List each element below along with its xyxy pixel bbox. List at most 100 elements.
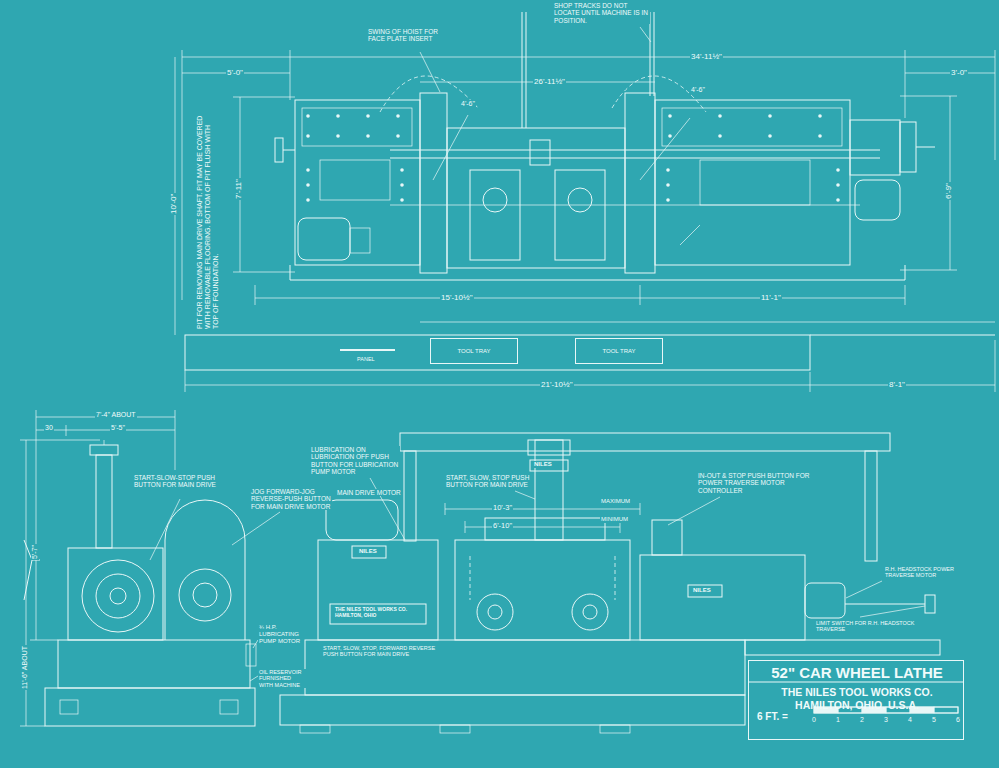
callout-note: PIT FOR REMOVING MAIN DRIVE SHAFT. PIT M… [196, 113, 220, 330]
dimension-text: 6'-9" [944, 182, 953, 200]
leader-lines [250, 676, 258, 681]
hoist-swing-arcs [433, 115, 468, 180]
plan-machine [390, 158, 880, 159]
pit-outline [185, 335, 810, 370]
callout-note: START, SLOW, STOP, FORWARD REVERSE PUSH … [322, 645, 439, 658]
dimension-text: 5'-0" [226, 68, 244, 77]
plan-machine [900, 122, 916, 172]
bolt-dots [306, 134, 310, 138]
bolt-dots [666, 198, 670, 202]
box-label: THE NILES TOOL WORKS CO. [781, 686, 932, 698]
bolt-dots [400, 198, 404, 202]
end-view [179, 569, 231, 621]
end-view-dimensions [66, 425, 67, 436]
leader-lines [668, 497, 720, 525]
leader-lines [515, 491, 535, 499]
dimension-text: 5'-7" [31, 544, 39, 560]
side-view [600, 725, 630, 733]
scale-number: 2 [859, 716, 865, 724]
box-label: 6 FT. = [757, 711, 788, 723]
bolt-dots [306, 114, 840, 202]
bolt-dots [306, 198, 310, 202]
scale-number: 1 [835, 716, 841, 724]
nameplate-text: NILES [358, 548, 378, 555]
end-view-dimensions [20, 410, 175, 726]
dimension-text: 26'-11½" [533, 77, 566, 86]
side-view [404, 451, 416, 541]
hoist-swing-arcs [640, 118, 690, 180]
bolt-dots [836, 198, 840, 202]
side-view [640, 555, 805, 640]
bolt-dots [396, 134, 400, 138]
title-block-rule [748, 682, 964, 683]
shop-tracks [522, 12, 523, 128]
bolt-dots [400, 168, 404, 172]
plan-machine [275, 138, 283, 162]
leader-lines [860, 606, 925, 617]
dimension-text: 5'-5" [110, 424, 126, 432]
bolt-dots [818, 114, 822, 118]
end-view [68, 548, 163, 640]
callout-note: MAIN DRIVE MOTOR [336, 489, 402, 496]
side-view [455, 540, 630, 640]
hoist-swing-arcs [380, 76, 478, 112]
plan-dimension-lines [182, 57, 995, 58]
dimension-text: 8'-1" [888, 380, 906, 389]
scale-number: 5 [931, 716, 937, 724]
callout-note: SHOP TRACKS DO NOT LOCATE UNTIL MACHINE … [553, 2, 650, 24]
callout-note: R.H. HEADSTOCK POWER TRAVERSE MOTOR [884, 566, 961, 579]
pit-outline [340, 349, 395, 351]
callout-note: OIL RESERVOIR FURNISHED WITH MACHINE [258, 669, 306, 688]
shop-tracks [526, 12, 527, 128]
bolt-dots [306, 183, 310, 187]
callout-note: PANEL [356, 356, 376, 362]
bolt-dots [768, 134, 772, 138]
scale-number: 3 [883, 716, 889, 724]
bolt-dots [668, 134, 672, 138]
plan-machine [625, 93, 655, 273]
dimension-text: 15'-10½" [440, 293, 474, 302]
callout-note: START, SLOW, STOP PUSH BUTTON FOR MAIN D… [445, 474, 532, 489]
side-view [845, 604, 925, 605]
plan-dimension-lines [995, 340, 996, 392]
bolt-dots [836, 183, 840, 187]
nameplate-text: NILES [533, 461, 553, 468]
side-view [305, 640, 745, 695]
end-view [45, 688, 255, 726]
bolt-dots [306, 114, 310, 118]
dimension-text: 30 [44, 424, 54, 432]
callout-note: MAXIMUM [600, 498, 631, 505]
end-view [104, 440, 105, 445]
title-block-rule [748, 682, 964, 683]
plan-dimension-lines [900, 270, 957, 271]
side-view [485, 518, 605, 540]
tool-tray-box: TOOL TRAY [430, 338, 518, 364]
bolt-dots [336, 134, 340, 138]
shop-tracks [522, 12, 654, 128]
bolt-dots [768, 114, 772, 118]
plan-machine [447, 128, 625, 268]
plan-machine [850, 120, 900, 175]
bolt-dots [400, 183, 404, 187]
side-view-dimensions [445, 503, 446, 515]
plan-machine [420, 93, 447, 273]
side-view [330, 604, 426, 624]
end-view [24, 540, 40, 600]
side-view [326, 500, 398, 540]
side-view [352, 546, 386, 558]
side-view-dimensions [465, 521, 466, 533]
nameplate-text: NILES [692, 587, 712, 594]
dimension-text: 7'-11" [234, 178, 243, 200]
side-view [280, 695, 745, 725]
box-label: TOOL TRAY [602, 348, 635, 355]
end-view [193, 583, 217, 607]
side-view [470, 556, 471, 600]
bolt-dots [836, 168, 840, 172]
plan-machine [662, 108, 842, 146]
plan-dimension-lines [290, 50, 291, 100]
plan-dimension-lines [905, 285, 906, 305]
plan-machine [680, 225, 700, 245]
side-view [280, 433, 940, 733]
callout-note: SWING OF HOIST FOR FACE PLATE INSERT [367, 28, 454, 43]
